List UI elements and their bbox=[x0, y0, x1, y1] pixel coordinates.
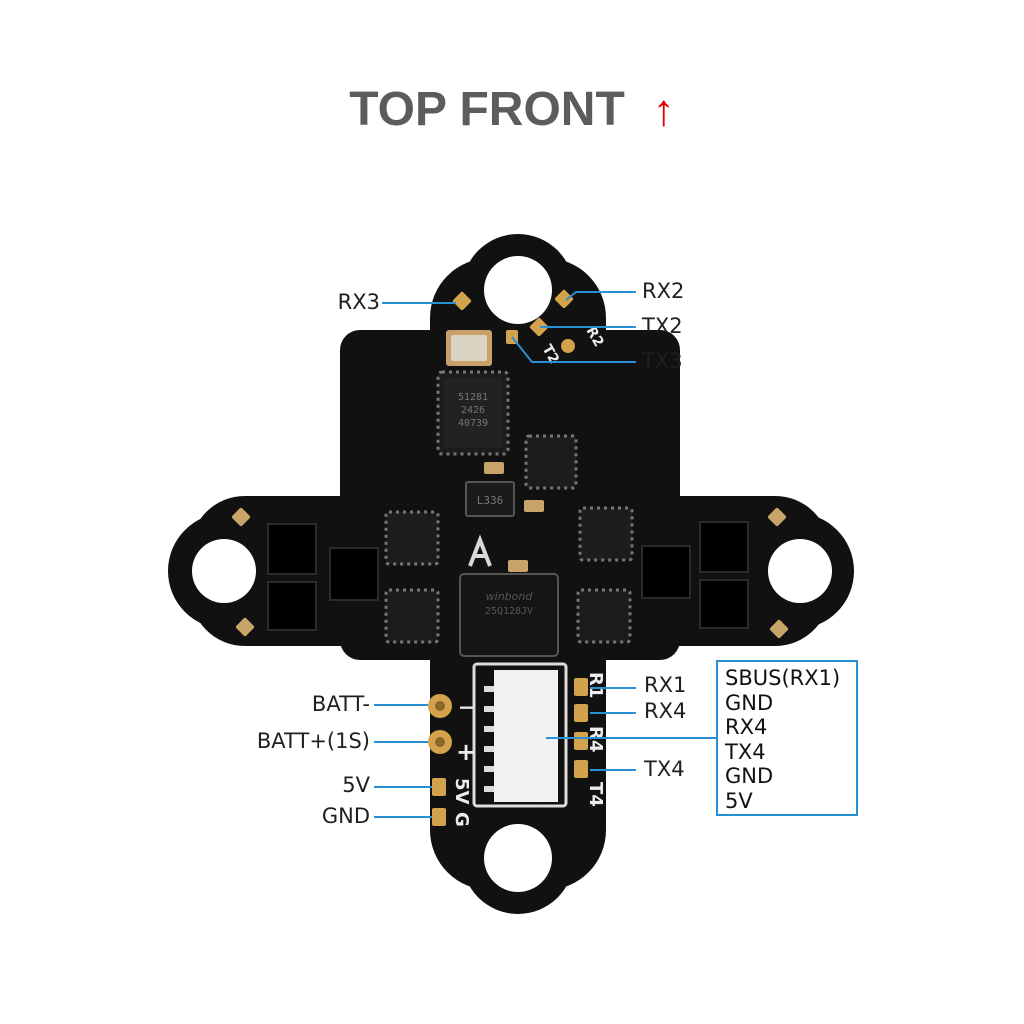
pinout-row: SBUS(RX1) bbox=[725, 666, 841, 690]
label-batt-neg: BATT- bbox=[311, 692, 370, 716]
battery-pads bbox=[428, 694, 452, 754]
label-rx4: RX4 bbox=[644, 699, 687, 723]
passives bbox=[231, 462, 789, 639]
brand-logo bbox=[468, 534, 492, 567]
pinout-row: GND bbox=[725, 764, 774, 788]
label-batt-pos: BATT+(1S) bbox=[256, 729, 370, 753]
label-gnd: GND bbox=[321, 804, 370, 828]
mount-hole-bottom bbox=[484, 824, 552, 892]
silk-plus: + bbox=[456, 738, 476, 766]
mcu-chip: 51281 2426 40739 bbox=[436, 370, 510, 456]
up-arrow-icon: ↑ bbox=[652, 86, 675, 135]
driver-chip-top bbox=[524, 434, 578, 490]
leader-rx2 bbox=[565, 291, 636, 301]
esc-chips bbox=[384, 506, 634, 644]
pinout-row: 5V bbox=[725, 788, 753, 813]
pinout-row: RX4 bbox=[725, 715, 768, 739]
leader-lines bbox=[374, 291, 716, 818]
title-text: TOP FRONT bbox=[349, 83, 625, 136]
crystal bbox=[446, 330, 492, 366]
svg-text:L336: L336 bbox=[477, 494, 504, 507]
label-tx4: TX4 bbox=[644, 757, 685, 781]
pinout-row: GND bbox=[725, 690, 774, 715]
mount-hole-left bbox=[192, 539, 256, 603]
label-rx3: RX3 bbox=[337, 290, 380, 314]
connector-pinout-box: SBUS(RX1) GND RX4 TX4 GND 5V bbox=[716, 660, 858, 816]
mount-hole-top bbox=[484, 256, 552, 324]
silk-minus: − bbox=[458, 695, 475, 719]
silk-g: G bbox=[451, 812, 472, 827]
flash-chip: winbond 25Q128JV bbox=[459, 573, 559, 657]
silk-r4: R4 bbox=[585, 726, 606, 752]
solder-pads bbox=[432, 289, 588, 826]
label-tx3: TX3 bbox=[642, 349, 683, 373]
silk-r1: R1 bbox=[585, 672, 606, 698]
inductor: L336 bbox=[465, 481, 515, 517]
connector-6pin bbox=[472, 662, 568, 808]
silk-5v: 5V bbox=[451, 778, 472, 805]
page-title: TOP FRONT ↑ bbox=[0, 82, 1024, 137]
label-rx1: RX1 bbox=[644, 673, 687, 697]
silk-t4: T4 bbox=[585, 782, 606, 807]
svg-text:winbond: winbond bbox=[486, 590, 534, 603]
label-5v: 5V bbox=[342, 773, 370, 797]
svg-text:51281: 51281 bbox=[458, 392, 488, 403]
svg-text:25Q128JV: 25Q128JV bbox=[485, 606, 533, 617]
label-tx2: TX2 bbox=[642, 314, 683, 338]
svg-text:40739: 40739 bbox=[458, 418, 488, 429]
pinout-row: TX4 bbox=[725, 739, 766, 764]
label-rx2: RX2 bbox=[642, 279, 685, 303]
svg-text:2426: 2426 bbox=[461, 405, 485, 416]
leader-tx3 bbox=[511, 336, 636, 363]
mosfets bbox=[267, 521, 749, 631]
mount-hole-right bbox=[768, 539, 832, 603]
